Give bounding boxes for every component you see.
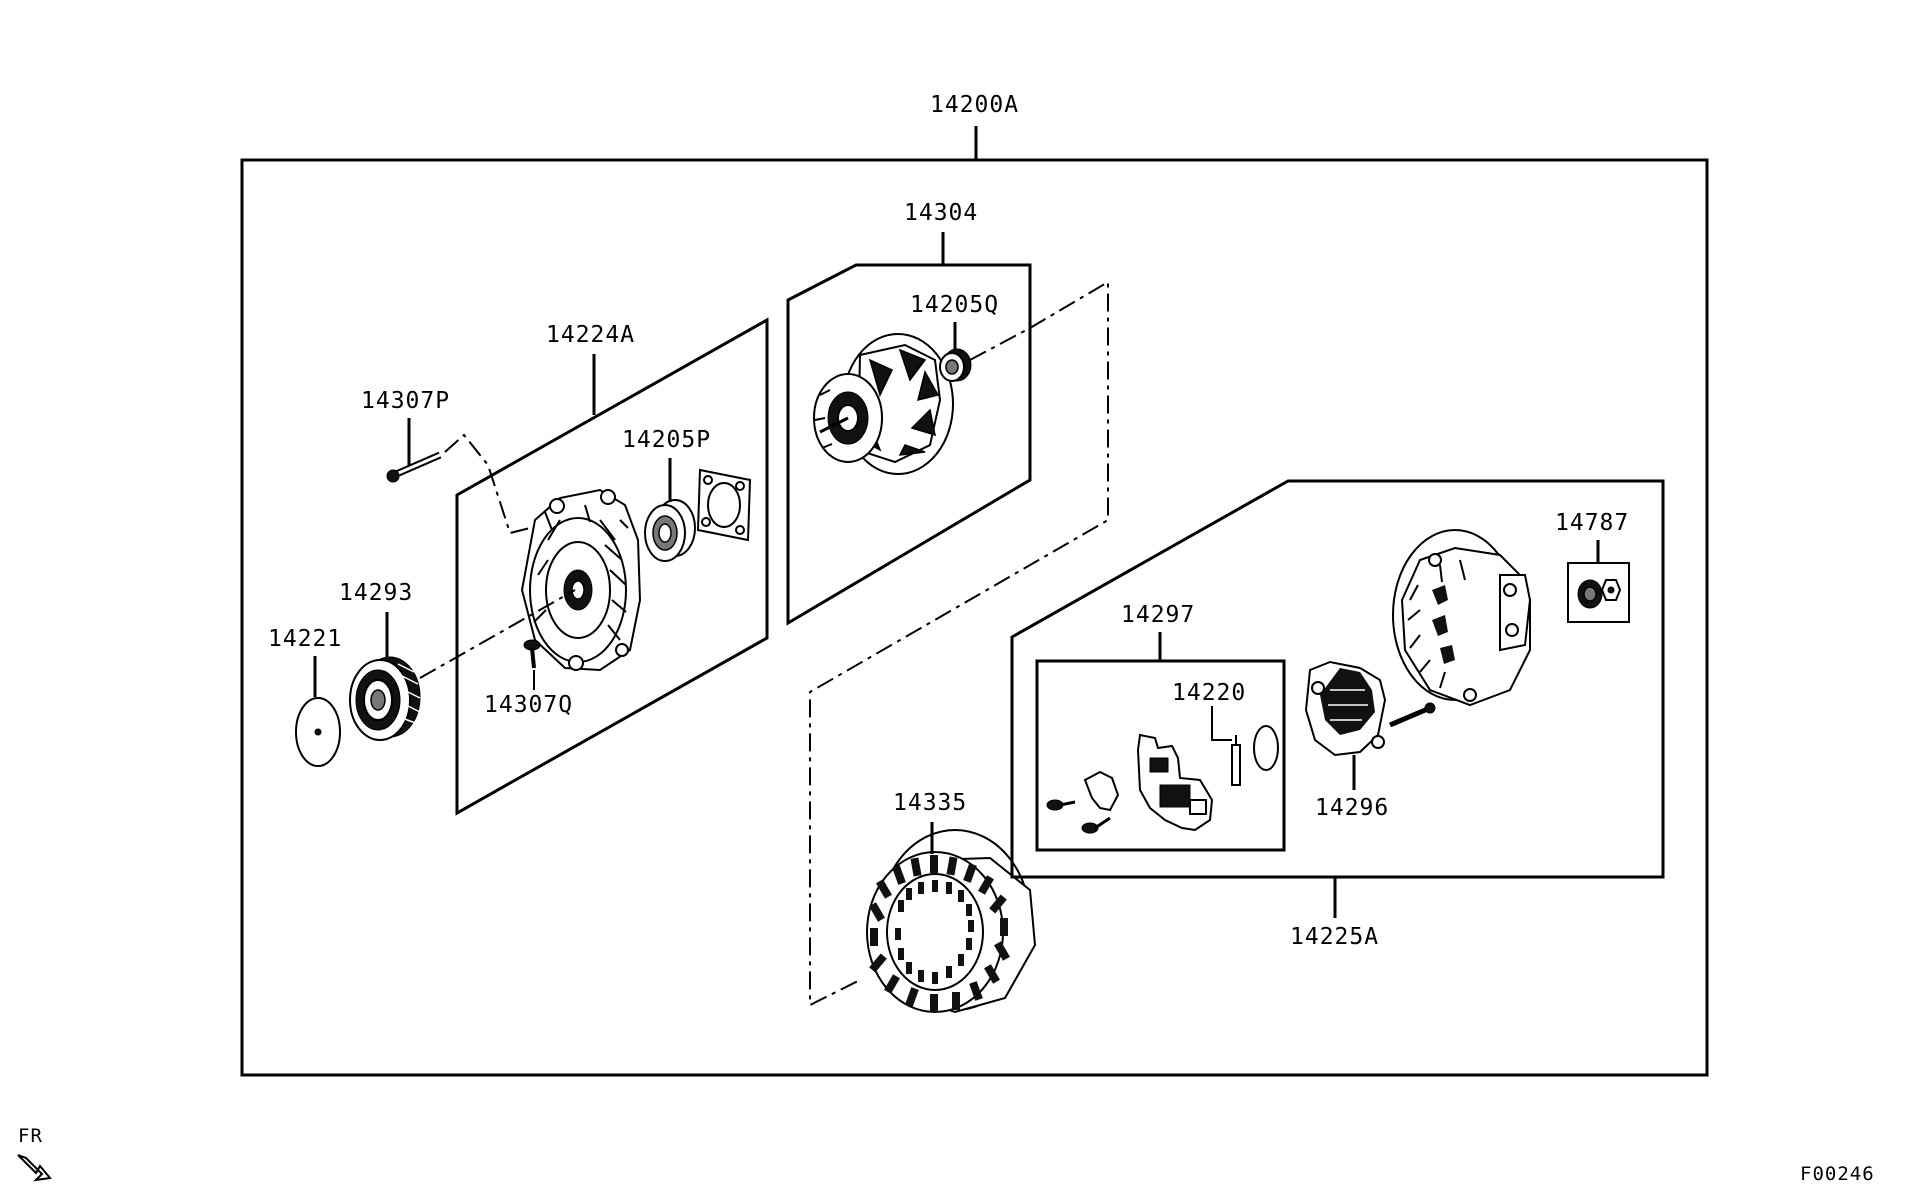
front-direction-marker: FR — [17, 1125, 52, 1182]
figure-code: F00246 — [1800, 1163, 1875, 1185]
rotor-frame — [786, 263, 1032, 626]
label-regulator-kit[interactable]: 14297 — [1121, 602, 1195, 628]
front-centerline — [419, 589, 576, 679]
stator-part — [866, 829, 1037, 1014]
label-through-bolt[interactable]: 14307P — [361, 388, 450, 414]
front-bracket-frame — [455, 317, 769, 816]
front-bracket-part — [520, 488, 642, 672]
label-brush[interactable]: 14220 — [1172, 680, 1246, 706]
pulley-cap-part — [295, 697, 341, 767]
through-bolt-part — [386, 451, 442, 483]
retainer-plate-part — [696, 468, 752, 542]
rear-bracket-frame — [1010, 479, 1665, 879]
pulley-part — [349, 656, 421, 741]
rotor-centerline — [969, 327, 1031, 361]
brush-part — [1231, 725, 1279, 786]
label-nut[interactable]: 14787 — [1555, 510, 1629, 536]
front-direction-text: FR — [18, 1125, 43, 1147]
label-rectifier[interactable]: 14296 — [1315, 795, 1389, 821]
screw-part — [523, 639, 541, 669]
label-stator[interactable]: 14335 — [893, 790, 967, 816]
label-rear-bracket[interactable]: 14225A — [1290, 924, 1379, 950]
brush-leader — [1211, 706, 1232, 741]
label-pulley[interactable]: 14293 — [339, 580, 413, 606]
label-front-bracket[interactable]: 14224A — [546, 322, 635, 348]
label-screw[interactable]: 14307Q — [484, 692, 573, 718]
rear-bracket-part — [1392, 529, 1532, 707]
front-direction-arrow-icon — [17, 1154, 52, 1182]
through-bolt-dashline — [444, 433, 531, 535]
rotor-bearing-part — [939, 348, 972, 382]
rotor-stator-dashline — [809, 280, 1109, 1007]
label-assembly[interactable]: 14200A — [930, 92, 1019, 118]
front-bearing-part — [644, 499, 696, 562]
rotor-part — [813, 333, 954, 475]
label-rotor-bearing[interactable]: 14205Q — [910, 292, 999, 318]
regulator-part — [1046, 733, 1214, 834]
nut-part — [1577, 579, 1622, 609]
label-rotor[interactable]: 14304 — [904, 200, 978, 226]
label-pulley-cap[interactable]: 14221 — [268, 626, 342, 652]
label-front-bearing[interactable]: 14205P — [622, 427, 711, 453]
rectifier-part — [1304, 660, 1436, 757]
